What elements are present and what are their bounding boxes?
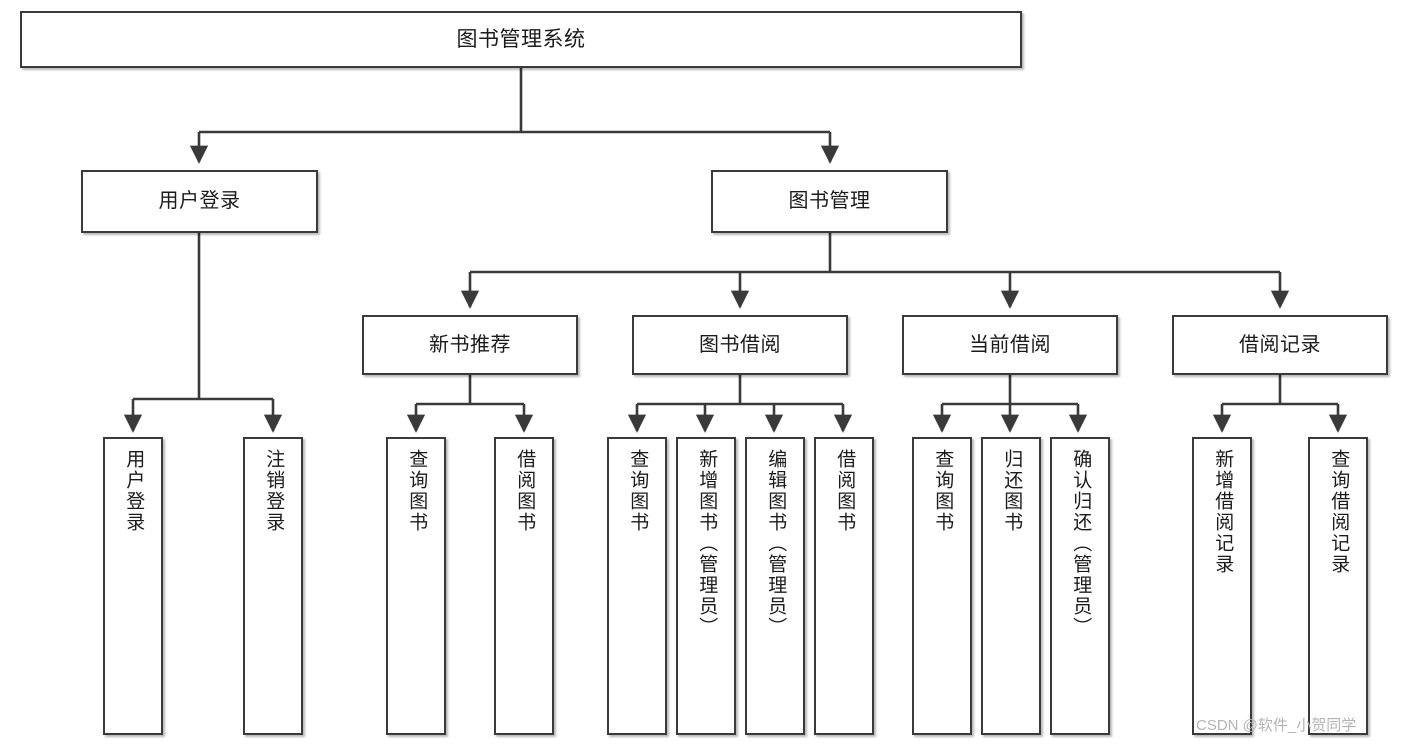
leaf-edit-book-admin[interactable]: 编辑图书（管理员） (745, 437, 805, 735)
node-label: 借阅记录 (1239, 333, 1321, 356)
node-label: 新书推荐 (429, 333, 511, 356)
leaf-return-book[interactable]: 归还图书 (981, 437, 1041, 735)
node-user-login[interactable]: 用户登录 (81, 170, 318, 233)
node-label: 图书借阅 (699, 333, 781, 356)
node-label: 编辑图书（管理员） (765, 449, 787, 638)
leaf-query-book-current[interactable]: 查询图书 (912, 437, 972, 735)
leaf-add-book-admin[interactable]: 新增图书（管理员） (676, 437, 736, 735)
node-current-borrow[interactable]: 当前借阅 (902, 315, 1118, 375)
leaf-logout[interactable]: 注销登录 (243, 437, 303, 735)
node-label: 新增图书（管理员） (696, 449, 718, 638)
node-root[interactable]: 图书管理系统 (20, 11, 1022, 68)
node-borrow-record[interactable]: 借阅记录 (1172, 315, 1388, 375)
node-book-borrow[interactable]: 图书借阅 (632, 315, 848, 375)
leaf-query-book-recommend[interactable]: 查询图书 (386, 437, 446, 735)
node-label: 确认归还（管理员） (1070, 449, 1092, 638)
leaf-user-login[interactable]: 用户登录 (103, 437, 163, 735)
node-label: 借阅图书 (514, 449, 536, 533)
node-label: 注销登录 (263, 449, 285, 533)
node-label: 图书管理 (788, 190, 871, 213)
node-label: 归还图书 (1001, 449, 1023, 533)
node-label: 当前借阅 (969, 333, 1051, 356)
node-book-management[interactable]: 图书管理 (711, 170, 948, 233)
node-label: 新增借阅记录 (1212, 449, 1234, 575)
leaf-query-book-borrow[interactable]: 查询图书 (607, 437, 667, 735)
node-label: 借阅图书 (834, 449, 856, 533)
node-label: 查询图书 (932, 449, 954, 533)
leaf-query-borrow-record[interactable]: 查询借阅记录 (1308, 437, 1368, 735)
leaf-borrow-book-recommend[interactable]: 借阅图书 (494, 437, 554, 735)
node-new-book-recommend[interactable]: 新书推荐 (362, 315, 578, 375)
node-label: 查询图书 (406, 449, 428, 533)
node-label: 查询图书 (627, 449, 649, 533)
node-label: 查询借阅记录 (1328, 449, 1350, 575)
leaf-add-borrow-record[interactable]: 新增借阅记录 (1192, 437, 1252, 735)
node-label: 用户登录 (158, 190, 241, 213)
node-label: 图书管理系统 (456, 27, 586, 51)
leaf-confirm-return-admin[interactable]: 确认归还（管理员） (1050, 437, 1110, 735)
node-label: 用户登录 (123, 449, 145, 533)
leaf-borrow-book[interactable]: 借阅图书 (814, 437, 874, 735)
